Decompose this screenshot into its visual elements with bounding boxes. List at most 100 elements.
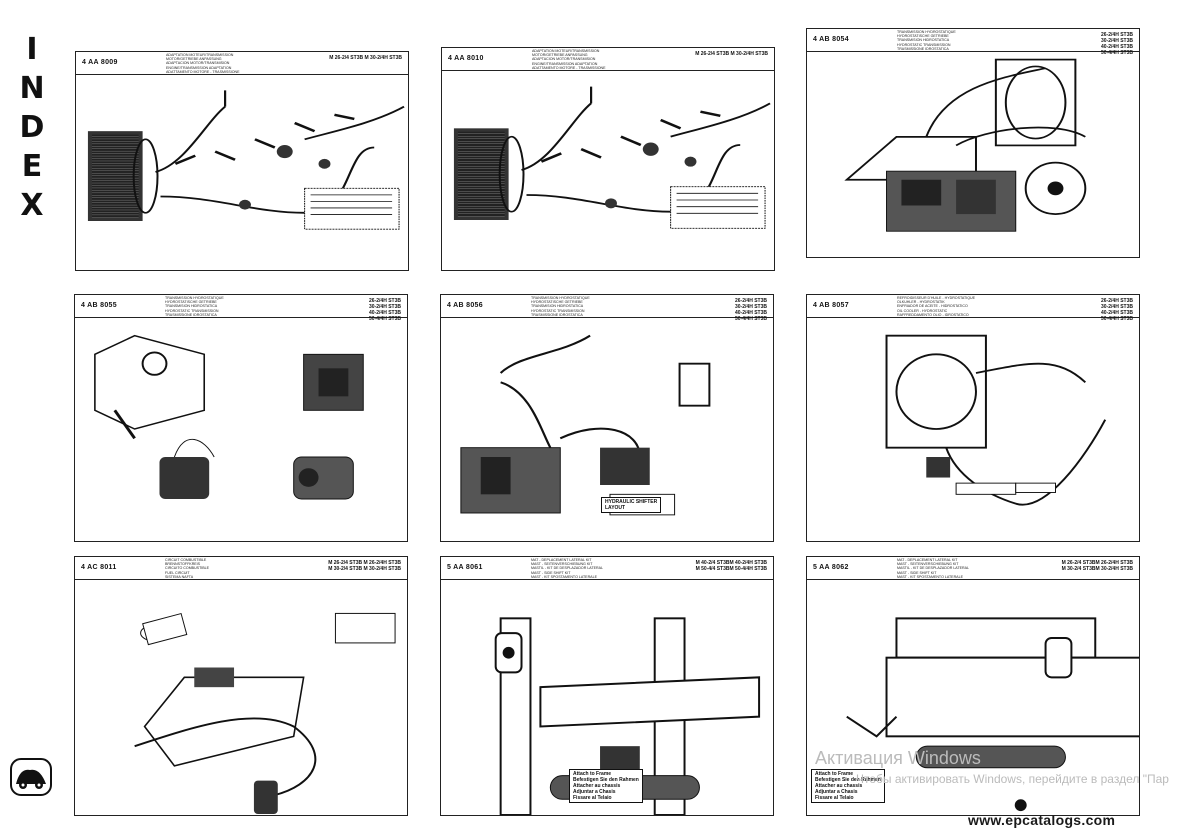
description-line: MASTIL - KIT DE DESPLAZADOR LATERAL bbox=[897, 566, 970, 571]
model-line: 50-4/4H ST3B bbox=[369, 316, 401, 322]
description-line: CIRCUIT COMBUSTIBLE bbox=[165, 558, 207, 562]
model-line: 26-2/4H ST3B bbox=[1101, 298, 1133, 304]
exploded-parts-diagram bbox=[807, 51, 1139, 257]
exploded-parts-diagram bbox=[442, 70, 774, 270]
description-line: MOTOR/GETRIEBE ANPASSUNG bbox=[166, 57, 222, 62]
description-line: HYDROSTATIC TRANSMISSION bbox=[897, 42, 951, 47]
model-line: M 30-2/4 ST3B M 30-2/4H ST3B bbox=[328, 566, 401, 572]
description-line: ADAPTATION MOTEUR/TRANSMISSION bbox=[166, 53, 234, 57]
description-line: RAFFREDDAMENTO OLIO - IDROSTATICO bbox=[897, 312, 969, 317]
description-line: ADAPTACION MOTOR/TRANSMISION bbox=[166, 61, 230, 66]
model-line: 40-2/4H ST3B bbox=[369, 310, 401, 316]
page-code: 4 AB 8055 bbox=[81, 302, 117, 309]
model-line: 40-2/4H ST3B bbox=[1101, 310, 1133, 316]
description-line: TRASMISSIONE IDROSTATICA bbox=[531, 312, 583, 317]
description-line: HYDROSTATISCHE GETRIEBE bbox=[897, 34, 949, 39]
description-line: MAST - SIDE SHIFT KIT bbox=[531, 570, 571, 575]
description-line: MOTOR/GETRIEBE ANPASSUNG bbox=[532, 53, 588, 58]
model-line: 26-2/4H ST3B bbox=[735, 298, 767, 304]
page-code: 4 AB 8057 bbox=[813, 302, 849, 309]
index-letter: E bbox=[21, 149, 43, 184]
description-line: ENGINE/TRANSMISSION ADAPTATION bbox=[532, 61, 598, 66]
index-column: I N D E X bbox=[14, 30, 50, 225]
description-line: MAST - KIT SPOSTAMENTO LATERALE bbox=[897, 574, 963, 579]
callout-line: Adjuntar a Chasis bbox=[815, 789, 858, 795]
description-line: TRANSMISION HIDROSTATICA bbox=[165, 304, 218, 309]
description-line: MAST - SEITENVERSCHIEBUNG KIT bbox=[897, 562, 959, 567]
callout-line: Attach to Frame bbox=[573, 771, 612, 777]
page-models: M 26-2/4 ST3B M 30-2/4H ST3B bbox=[329, 55, 402, 61]
description-line: TRANSMISION HIDROSTATICA bbox=[897, 38, 950, 43]
exploded-parts-diagram bbox=[75, 579, 407, 815]
description-line: FUEL CIRCUIT bbox=[165, 570, 190, 575]
description-line: ENFRIADOR DE ACEITE - HIDROSTATICO bbox=[897, 304, 968, 309]
model-line: 26-2/4H ST3B bbox=[369, 298, 401, 304]
description-line: MASTIL - KIT DE DESPLAZADOR LATERAL bbox=[531, 566, 604, 571]
model-line: 30-2/4H ST3B bbox=[1101, 38, 1133, 44]
page-code: 4 AA 8009 bbox=[82, 59, 118, 66]
page-code: 4 AC 8011 bbox=[81, 564, 117, 571]
callout-line: Attacher au chassis bbox=[815, 783, 863, 789]
description-line: TRANSMISSION HYDROSTATIQUE bbox=[165, 296, 224, 300]
manitou-logo-icon bbox=[10, 758, 52, 796]
description-line: HYDROSTATISCHE GETRIEBE bbox=[531, 300, 583, 305]
page-code: 4 AB 8054 bbox=[813, 36, 849, 43]
model-line: 30-2/4H ST3B bbox=[369, 304, 401, 310]
description-line: MAST - KIT SPOSTAMENTO LATERALE bbox=[531, 574, 597, 579]
description-line: SISTEMA NAFTA bbox=[165, 574, 194, 579]
model-line: 26-2/4H ST3B bbox=[1101, 32, 1133, 38]
description-line: MAT - DEPLACEMENT LATERAL KIT bbox=[531, 558, 592, 562]
model-line: M 40-2/4 ST3BM 40-2/4H ST3B bbox=[695, 560, 767, 566]
description-line: TRANSMISSION HYDROSTATIQUE bbox=[897, 30, 956, 34]
model-line: 30-2/4H ST3B bbox=[1101, 304, 1133, 310]
windows-activation-watermark: Активация Windows bbox=[815, 748, 981, 768]
description-line: OIL COOLER - HYDROSTATIC bbox=[897, 308, 948, 313]
model-line: M 26-2/4 ST3B M 30-2/4H ST3B bbox=[329, 55, 402, 61]
page-code: 5 AA 8062 bbox=[813, 564, 849, 571]
model-line: M 50-4/4 ST3BM 50-4/4H ST3B bbox=[695, 566, 767, 572]
model-line: 40-2/4H ST3B bbox=[1101, 44, 1133, 50]
exploded-parts-diagram bbox=[76, 74, 408, 270]
callout-line: Fissare al Telaio bbox=[573, 795, 612, 801]
page-models: M 26-2/4 ST3B M 30-2/4H ST3B bbox=[695, 51, 768, 57]
model-line: M 26-2/4 ST3BM 26-2/4H ST3B bbox=[1061, 560, 1133, 566]
index-letter: N bbox=[19, 71, 45, 106]
description-line: OLKUHLER - HYDROSTATIK bbox=[897, 300, 945, 305]
description-line: TRANSMISSION HYDROSTATIQUE bbox=[531, 296, 590, 300]
model-line: 50-4/4H ST3B bbox=[1101, 316, 1133, 322]
index-letter: X bbox=[20, 188, 44, 223]
index-letter: D bbox=[19, 110, 45, 145]
description-line: MAT - DEPLACEMENT LATERAL KIT bbox=[897, 558, 958, 562]
callout-line: Attach to Frame bbox=[815, 771, 854, 777]
site-url[interactable]: www.epcatalogs.com bbox=[968, 812, 1116, 828]
exploded-parts-diagram bbox=[75, 317, 407, 541]
callout-line: LAYOUT bbox=[605, 505, 626, 511]
description-line: HYDROSTATIC TRANSMISSION bbox=[531, 308, 585, 313]
